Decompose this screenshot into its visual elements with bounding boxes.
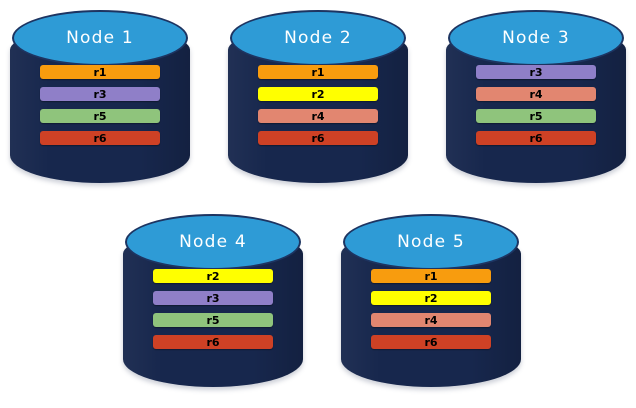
replica-bar[interactable]: r6 [258,131,378,145]
replica-bar[interactable]: r5 [153,313,273,327]
replica-bar[interactable]: r2 [371,291,491,305]
replica-bar[interactable]: r1 [40,65,160,79]
replica-list: r1 r2 r4 r6 [258,65,378,145]
replica-bar[interactable]: r1 [371,269,491,283]
node-label: Node 5 [397,232,465,252]
cylinder-top-disc-icon: Node 1 [12,10,188,66]
replica-bar[interactable]: r6 [40,131,160,145]
node-label: Node 3 [502,28,570,48]
database-node-1[interactable]: Node 1 r1 r3 r5 r6 [10,8,190,190]
database-node-2[interactable]: Node 2 r1 r2 r4 r6 [228,8,408,190]
replica-bar[interactable]: r5 [40,109,160,123]
cylinder-top-disc-icon: Node 2 [230,10,406,66]
replica-bar[interactable]: r5 [476,109,596,123]
database-node-4[interactable]: Node 4 r2 r3 r5 r6 [123,212,303,394]
replica-bar[interactable]: r6 [371,335,491,349]
node-label: Node 2 [284,28,352,48]
replica-list: r1 r3 r5 r6 [40,65,160,145]
replica-bar[interactable]: r4 [258,109,378,123]
replica-bar[interactable]: r6 [153,335,273,349]
node-label: Node 1 [66,28,134,48]
replica-bar[interactable]: r4 [476,87,596,101]
replica-bar[interactable]: r2 [153,269,273,283]
replica-list: r1 r2 r4 r6 [371,269,491,349]
cylinder-top-disc-icon: Node 3 [448,10,624,66]
replica-list: r2 r3 r5 r6 [153,269,273,349]
replica-bar[interactable]: r3 [40,87,160,101]
cylinder-top-disc-icon: Node 5 [343,214,519,270]
replica-bar[interactable]: r3 [153,291,273,305]
node-label: Node 4 [179,232,247,252]
replica-bar[interactable]: r6 [476,131,596,145]
replica-bar[interactable]: r4 [371,313,491,327]
replica-list: r3 r4 r5 r6 [476,65,596,145]
replica-bar[interactable]: r3 [476,65,596,79]
replica-bar[interactable]: r2 [258,87,378,101]
database-node-3[interactable]: Node 3 r3 r4 r5 r6 [446,8,626,190]
replica-bar[interactable]: r1 [258,65,378,79]
database-node-5[interactable]: Node 5 r1 r2 r4 r6 [341,212,521,394]
cylinder-top-disc-icon: Node 4 [125,214,301,270]
